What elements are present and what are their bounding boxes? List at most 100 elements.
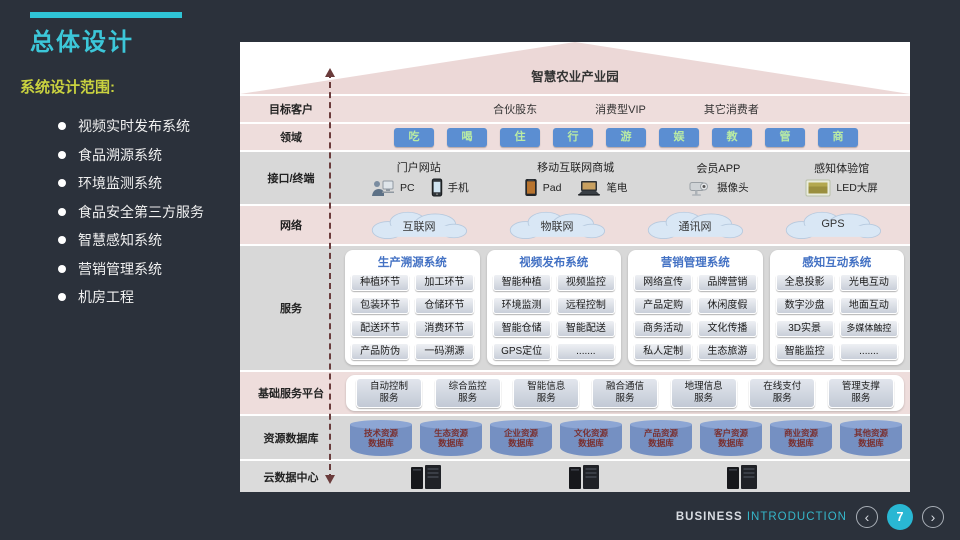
service-chip: 智能仓储 xyxy=(492,320,551,337)
terminal-group-title: 门户网站 xyxy=(396,161,441,174)
platform-chip: 融合通信服务 xyxy=(591,378,658,408)
list-item-label: 食品安全第三方服务 xyxy=(78,203,204,220)
database-cylinder: 生态资源数据库 xyxy=(420,419,482,456)
domain-chip: 吃 xyxy=(394,127,434,147)
network-label: GPS xyxy=(821,218,845,230)
list-item: 食品溯源系统 xyxy=(58,141,204,170)
service-chip: 光电互动 xyxy=(839,274,898,291)
row-label: 服务 xyxy=(280,303,302,315)
row-label: 云数据中心 xyxy=(263,471,319,484)
server-tower-icon xyxy=(724,463,764,490)
bullet-icon xyxy=(58,179,66,188)
camera-icon xyxy=(688,179,712,197)
list-item: 视频实时发布系统 xyxy=(58,112,204,141)
list-item: 食品安全第三方服务 xyxy=(58,198,204,227)
database-cylinder: 客户资源数据库 xyxy=(700,419,762,456)
led-screen-icon xyxy=(805,179,831,197)
service-card-title: 视频发布系统 xyxy=(519,257,589,269)
list-item-label: 视频实时发布系统 xyxy=(78,118,190,135)
service-card-marketing: 营销管理系统 网络宣传 品牌营销 产品定购 休闲度假 商务活动 文化传播 私人定… xyxy=(628,250,763,365)
network-label: 通讯网 xyxy=(678,221,712,233)
device-phone: 手机 xyxy=(431,178,469,197)
row-services: 服务 生产溯源系统 种植环节 加工环节 包装环节 仓储环节 配送环节 消费环节 … xyxy=(240,246,910,370)
cloud-gps: GPS xyxy=(769,208,897,242)
service-chip: 3D实景 xyxy=(775,320,834,337)
service-chip: 数字沙盘 xyxy=(775,297,834,314)
customer-segment: 消费型VIP xyxy=(595,104,646,116)
service-chip: 加工环节 xyxy=(415,274,474,291)
domain-chip: 喝 xyxy=(447,127,487,147)
service-chip: ....... xyxy=(839,343,898,360)
device-label: 笔电 xyxy=(606,182,628,194)
pc-user-icon xyxy=(369,178,395,198)
next-page-button[interactable]: › xyxy=(922,506,944,528)
row-network: 网络 互联网 物联网 通讯网 GPS xyxy=(240,206,910,244)
server-tower-icon xyxy=(408,463,448,490)
platform-chip: 综合监控服务 xyxy=(434,378,501,408)
platform-chip: 在线支付服务 xyxy=(749,378,816,408)
title-accent-bar xyxy=(30,12,182,18)
scope-heading: 系统设计范围: xyxy=(20,79,115,96)
device-label: LED大屏 xyxy=(836,182,878,194)
network-label: 互联网 xyxy=(402,221,436,233)
row-terminals: 接口/终端 门户网站 PC xyxy=(240,152,910,204)
platform-chip: 管理支撑服务 xyxy=(827,378,894,408)
domain-chip: 教 xyxy=(712,127,752,147)
domain-chip: 娱 xyxy=(659,127,699,147)
list-item: 机房工程 xyxy=(58,283,204,312)
row-domains: 领域 吃 喝 住 行 游 娱 教 管 商 xyxy=(240,124,910,150)
brand-text: BUSINESS INTRODUCTION xyxy=(675,511,847,523)
service-chip: 仓储环节 xyxy=(415,297,474,314)
page-number-badge: 7 xyxy=(887,504,913,530)
service-chip: 智能配送 xyxy=(556,320,615,337)
scope-list: 视频实时发布系统 食品溯源系统 环境监测系统 食品安全第三方服务 智慧感知系统 … xyxy=(58,112,204,312)
laptop-icon xyxy=(577,179,601,197)
terminal-group-title: 移动互联网商城 xyxy=(537,162,615,174)
roof-title: 智慧农业产业园 xyxy=(531,70,619,84)
prev-page-button[interactable]: ‹ xyxy=(856,506,878,528)
flow-arrow xyxy=(325,68,335,484)
row-databases: 资源数据库 技术资源数据库 生态资源数据库 企业资源数据库 文化资源数据库 产品… xyxy=(240,416,910,459)
customer-segment: 其它消费者 xyxy=(703,104,759,116)
footer: BUSINESS INTRODUCTION ‹ 7 › xyxy=(676,504,944,530)
service-chip: 品牌营销 xyxy=(698,274,757,291)
service-card-title: 感知互动系统 xyxy=(802,257,872,269)
bullet-icon xyxy=(58,293,66,302)
bullet-icon xyxy=(58,264,66,273)
row-label: 接口/终端 xyxy=(267,173,315,185)
service-chip: 网络宣传 xyxy=(634,274,693,291)
service-chip: 视频监控 xyxy=(556,274,615,291)
terminal-group-experience-hall: 感知体验馆 LED大屏 xyxy=(777,160,906,197)
domain-chip: 商 xyxy=(818,127,858,147)
device-label: Pad xyxy=(542,181,562,194)
phone-icon xyxy=(431,178,443,197)
database-cylinder: 技术资源数据库 xyxy=(350,419,412,456)
device-led-screen: LED大屏 xyxy=(805,179,878,197)
domain-chip: 管 xyxy=(765,127,805,147)
device-label: 手机 xyxy=(447,182,469,194)
service-chip: 包装环节 xyxy=(351,297,410,314)
service-chip: 一码溯源 xyxy=(415,343,474,360)
service-chip: GPS定位 xyxy=(492,343,551,360)
service-chip: 产品防伪 xyxy=(351,343,410,360)
list-item-label: 环境监测系统 xyxy=(78,175,162,192)
terminal-group-title: 会员APP xyxy=(696,162,741,175)
device-camera: 摄像头 xyxy=(688,179,749,197)
domain-chip: 住 xyxy=(500,127,540,147)
service-chip: 全息投影 xyxy=(775,274,834,291)
service-chip: 私人定制 xyxy=(634,343,693,360)
row-label: 网络 xyxy=(280,220,302,232)
service-chip: 环境监测 xyxy=(492,297,551,314)
server-tower-icon xyxy=(566,463,606,490)
service-card-interactive: 感知互动系统 全息投影 光电互动 数字沙盘 地面互动 3D实景 多媒体触控 智能… xyxy=(769,250,904,365)
service-chip: 种植环节 xyxy=(351,274,410,291)
row-label: 基础服务平台 xyxy=(258,388,324,400)
service-chip: 智能监控 xyxy=(775,343,834,360)
service-chip: 消费环节 xyxy=(415,320,474,337)
service-card-title: 生产溯源系统 xyxy=(377,257,447,269)
device-pad: Pad xyxy=(524,178,562,197)
architecture-diagram: 智慧农业产业园 目标客户 合伙股东 消费型VIP 其它消费者 领域 吃 喝 住 … xyxy=(240,42,910,492)
database-cylinder: 商业资源数据库 xyxy=(770,419,832,456)
device-label: 摄像头 xyxy=(717,182,749,194)
database-cylinder: 其他资源数据库 xyxy=(840,419,902,456)
